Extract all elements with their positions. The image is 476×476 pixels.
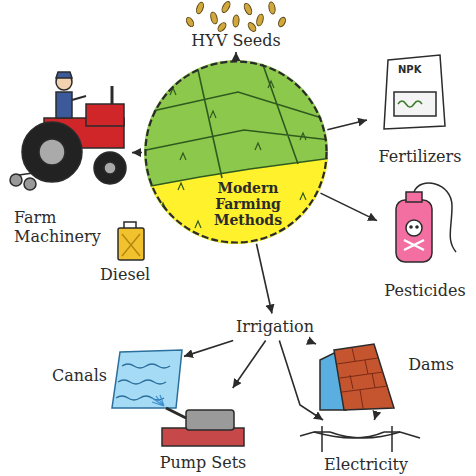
fertilizer-bag (394, 92, 436, 116)
seeds-picture (268, 2, 276, 15)
pump-item: Pump Sets (145, 390, 261, 472)
canal-picture (112, 350, 182, 408)
flow-arrow (233, 341, 266, 389)
seeds-picture (220, 0, 231, 13)
seeds-picture (195, 1, 205, 14)
diesel-can (124, 222, 136, 228)
field-picture (160, 81, 311, 228)
electricity-item: Electricity (293, 422, 439, 474)
field-picture (140, 158, 332, 250)
tractor-picture (10, 174, 22, 186)
dam-picture (337, 348, 388, 408)
flow-arrow (307, 341, 316, 345)
seeds-picture (256, 13, 265, 26)
pesticide-bottle (406, 220, 422, 236)
node-text: Pump Sets (145, 454, 261, 472)
pesticide-bottle (396, 183, 456, 262)
flow-arrow (321, 193, 377, 220)
pesticide-bottle (409, 225, 413, 229)
node-text: HYV Seeds (177, 32, 295, 50)
flow-arrow (235, 52, 237, 58)
canal-picture (112, 350, 182, 408)
node-text: Electricity (293, 456, 439, 474)
dam-picture (320, 344, 394, 410)
node-text: Dams (408, 356, 454, 374)
tractor-picture (56, 72, 72, 78)
pesticide-bottle (406, 192, 422, 202)
flow-arrow (374, 412, 376, 420)
fertilizer-bag (398, 101, 422, 107)
diesel-can (118, 222, 144, 260)
flow-arrow (279, 341, 323, 421)
field-picture (140, 56, 332, 250)
circle-outline (146, 62, 327, 243)
dam-item: Dams (318, 338, 458, 410)
dam-picture (334, 344, 394, 410)
node-text: Modern Farming Methods (193, 180, 303, 228)
pylon-picture (300, 426, 420, 452)
fertilizer-bag (384, 55, 445, 129)
machinery-item: Farm Machinery (8, 58, 130, 248)
tractor-picture (24, 178, 36, 190)
pump-picture (166, 408, 186, 418)
seeds-picture (185, 16, 195, 28)
tractor-picture (22, 122, 82, 182)
pesticide-bottle (404, 240, 424, 250)
tractor-picture (111, 86, 114, 104)
diesel-can (118, 228, 144, 260)
tractor-picture (10, 72, 126, 190)
pump-picture (186, 410, 234, 430)
flow-arrow (132, 152, 142, 154)
pump-picture (152, 395, 244, 446)
bag-text: NPK (398, 64, 421, 76)
diesel-label: Diesel (100, 266, 150, 284)
node-text: Pesticides (379, 282, 471, 300)
seeds-picture (243, 2, 254, 15)
seeds-picture (277, 16, 287, 28)
flow-arrow (327, 120, 367, 130)
tractor-picture (86, 104, 124, 126)
field-picture (146, 62, 330, 178)
pump-picture (152, 395, 164, 406)
node-text: Farm Machinery (14, 209, 126, 246)
tractor-picture (94, 152, 126, 184)
node-text: Canals (52, 367, 107, 385)
irrigation-item: Irrigation (232, 316, 318, 339)
tractor-picture (72, 96, 86, 100)
seeds-picture (232, 15, 239, 27)
flow-arrow (184, 341, 233, 357)
diesel-can (122, 234, 140, 256)
node-text: Fertilizers (369, 148, 471, 166)
canal-item: Canals (52, 345, 182, 411)
canal-picture (116, 364, 170, 400)
seeds-picture (185, 0, 287, 33)
fertilizer-bag (384, 55, 445, 129)
pylon-picture (314, 426, 400, 452)
field-picture (140, 56, 332, 248)
seeds-item: HYV Seeds (177, 0, 295, 50)
tractor-picture (56, 92, 72, 118)
pesticide-bottle (396, 200, 432, 262)
seeds-picture (210, 11, 219, 24)
tractor-picture (104, 162, 116, 174)
pylon-picture (300, 432, 420, 438)
flow-arrow (256, 244, 272, 314)
pesticide-bottle (415, 225, 419, 229)
tractor-picture (39, 139, 65, 165)
node-text: Irrigation (236, 318, 314, 336)
pesticide-item: Pesticides (379, 188, 471, 300)
method-circle: Modern Farming Methods (144, 60, 328, 244)
